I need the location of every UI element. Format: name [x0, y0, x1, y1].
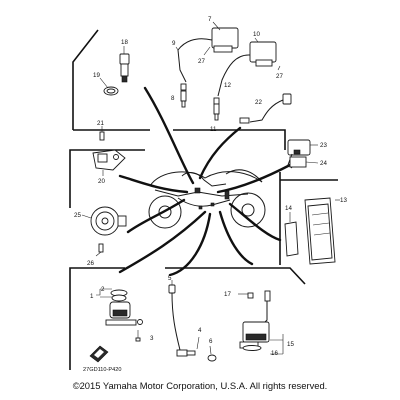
- callout-14: 14: [285, 205, 292, 212]
- bracket-14: [284, 212, 299, 257]
- callout-23: 23: [320, 142, 327, 149]
- callout-1: 1: [90, 293, 94, 300]
- callout-3: 3: [150, 335, 154, 342]
- callout-24: 24: [320, 160, 327, 167]
- callout-25: 25: [74, 212, 81, 219]
- group-bracket-left: [69, 149, 145, 208]
- part-code: 27GD110-P420: [83, 367, 121, 373]
- callout-16: 16: [271, 350, 278, 357]
- callout-17: 17: [224, 291, 231, 298]
- copyright-notice: ©2015 Yamaha Motor Corporation, U.S.A. A…: [72, 380, 328, 391]
- callout-22: 22: [255, 99, 262, 106]
- callout-18: 18: [121, 39, 128, 46]
- callout-6: 6: [209, 338, 213, 345]
- callout-13: 13: [340, 197, 347, 204]
- callout-9: 9: [172, 40, 176, 47]
- callout-2: 2: [101, 286, 105, 293]
- ignition-coil-7: [175, 21, 239, 108]
- bracket-20: [92, 126, 126, 176]
- sensor-4: [168, 280, 217, 362]
- callout-11: 11: [210, 126, 217, 133]
- callout-27a: 27: [198, 58, 205, 65]
- callout-21: 21: [97, 120, 104, 127]
- sensor-15: [238, 290, 284, 355]
- callout-labels: 18 19 7 9 27 10 27 8 12 22 11 21 20 23 2…: [74, 16, 347, 373]
- group-bracket-top: [72, 29, 286, 150]
- part-code-badge: [89, 345, 109, 363]
- callout-20: 20: [98, 178, 105, 185]
- callout-5: 5: [168, 275, 172, 282]
- callout-15: 15: [287, 341, 294, 348]
- callout-26: 26: [87, 260, 94, 267]
- motorcycle-outline: [148, 169, 266, 229]
- callout-10: 10: [253, 31, 260, 38]
- connection-lines: [118, 86, 292, 277]
- callout-8: 8: [171, 95, 175, 102]
- callout-4: 4: [198, 327, 202, 334]
- group-bracket-right: [279, 172, 338, 265]
- horn-25: [81, 206, 127, 257]
- sensor-1: [96, 288, 143, 342]
- callout-27b: 27: [276, 73, 283, 80]
- ignition-coil-10: [213, 37, 281, 121]
- group-bracket-bottom: [69, 267, 306, 370]
- callout-19: 19: [93, 72, 100, 79]
- callout-12: 12: [224, 82, 231, 89]
- sensor-part-18: [99, 46, 130, 96]
- ecu-13: [304, 197, 340, 265]
- relay-23: [287, 139, 319, 169]
- callout-7: 7: [208, 16, 212, 23]
- sensor-lead-22: [239, 93, 292, 124]
